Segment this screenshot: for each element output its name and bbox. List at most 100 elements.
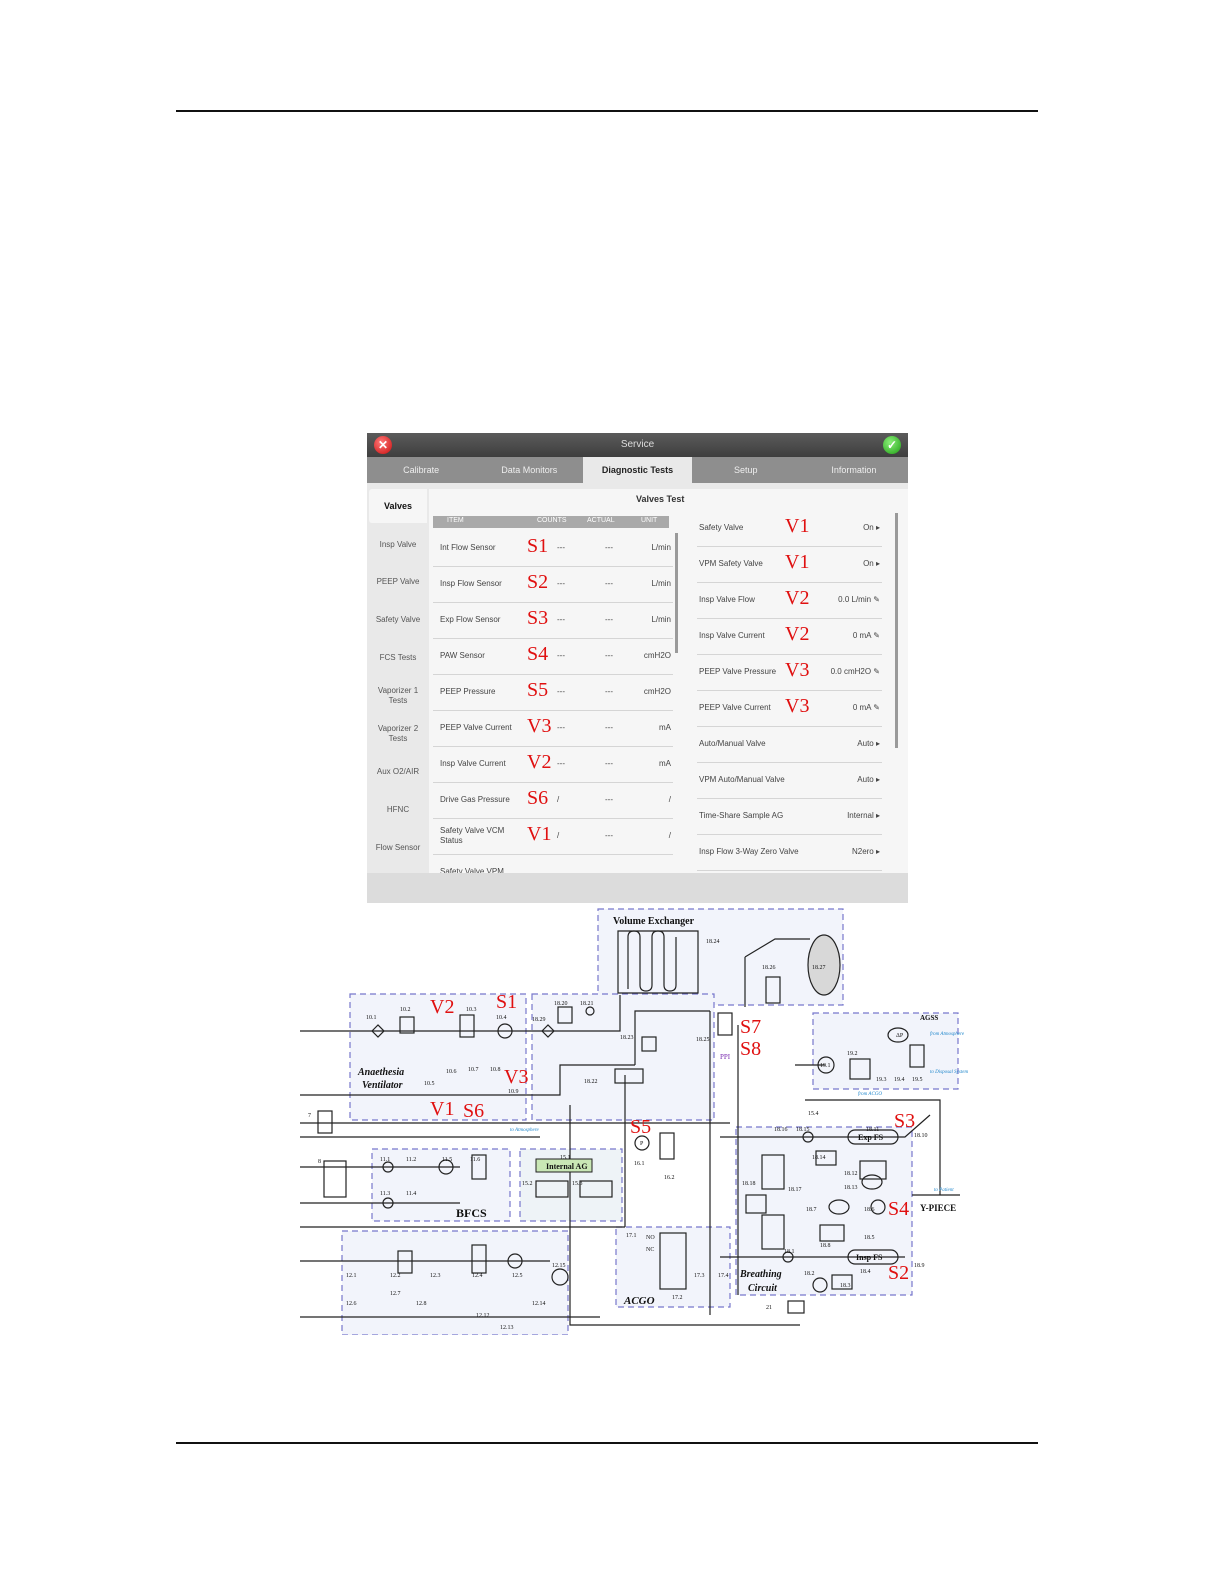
- counts-value: ---: [557, 723, 565, 732]
- controls-scrollbar[interactable]: [895, 513, 898, 748]
- window-title: Service: [620, 439, 655, 450]
- sidebar-item-flow-sensor[interactable]: Flow Sensor: [375, 843, 421, 852]
- sidebar-item-insp-valve[interactable]: Insp Valve: [379, 540, 417, 549]
- tab-setup[interactable]: Setup: [733, 465, 758, 475]
- ppi-label: PPI: [720, 1053, 731, 1061]
- sidebar-item-valves[interactable]: Valves: [369, 489, 427, 523]
- confirm-icon[interactable]: ✓: [883, 436, 901, 454]
- table-scrollbar[interactable]: [675, 533, 678, 653]
- close-icon[interactable]: ✕: [374, 436, 392, 454]
- col-item: ITEM: [447, 517, 464, 524]
- sensor-tag: S5: [527, 679, 549, 701]
- control-value[interactable]: Auto ▸: [857, 775, 880, 784]
- y-piece-label: Y-PIECE: [920, 1203, 956, 1213]
- component-number: 8: [318, 1159, 321, 1165]
- component-number: 18.10: [914, 1133, 928, 1139]
- sidebar-item-vaporizer-1[interactable]: Vaporizer 1 Tests: [377, 686, 419, 705]
- component-number: 18.24: [706, 939, 720, 945]
- exp-fs-label: Exp FS: [858, 1133, 884, 1142]
- control-value[interactable]: Auto ▸: [857, 739, 880, 748]
- component-number: 12.4: [472, 1273, 483, 1279]
- component-number: 18.12: [844, 1171, 858, 1177]
- component-number: 12.2: [390, 1273, 401, 1279]
- control-label: PEEP Valve Current: [699, 703, 771, 712]
- p-label: P: [640, 1141, 644, 1147]
- control-value[interactable]: Internal ▸: [847, 811, 880, 820]
- actual-value: ---: [605, 831, 613, 840]
- component-number: 12.15: [552, 1263, 566, 1269]
- sidebar-item-fcs-tests[interactable]: FCS Tests: [379, 653, 417, 662]
- control-label: Auto/Manual Valve: [699, 739, 766, 748]
- component-number: 18.29: [532, 1017, 546, 1023]
- sidebar-item-safety-valve[interactable]: Safety Valve: [375, 615, 421, 624]
- component-number: 17.1: [626, 1233, 637, 1239]
- unit-value: L/min: [651, 615, 671, 624]
- component-number: 18.26: [762, 965, 776, 971]
- control-value[interactable]: N2ero ▸: [851, 847, 880, 856]
- footer-rule: [176, 1442, 1038, 1444]
- sidebar-item-hfnc[interactable]: HFNC: [386, 805, 410, 814]
- component-number: 18.15: [796, 1127, 810, 1133]
- actual-value: ---: [605, 651, 613, 660]
- component-number: 18.20: [554, 1001, 568, 1007]
- component-number: 15.1: [560, 1155, 571, 1161]
- pneumatic-diagram: Volume Exchanger BFCS Internal AG ACGO A…: [300, 908, 968, 1335]
- component-number: 18.8: [820, 1243, 831, 1249]
- valve-tag: V3: [785, 695, 810, 717]
- control-value[interactable]: 0.0 cmH2O ✎: [830, 667, 880, 676]
- bfcs-label: BFCS: [456, 1206, 487, 1220]
- sensor-tag: V2: [527, 751, 552, 773]
- tab-information[interactable]: Information: [831, 465, 877, 475]
- main-panel: [429, 489, 908, 873]
- control-value[interactable]: 0 mA ✎: [852, 703, 880, 712]
- component-number: 10.9: [508, 1089, 519, 1095]
- counts-value: ---: [557, 543, 565, 552]
- component-number: 15.4: [808, 1111, 819, 1117]
- component-number: 19.5: [912, 1077, 923, 1083]
- control-value[interactable]: 0.0 L/min ✎: [838, 595, 880, 604]
- component-number: 11.6: [470, 1157, 480, 1163]
- item-label: Insp Valve Current: [440, 759, 506, 768]
- tab-data-monitors[interactable]: Data Monitors: [501, 465, 558, 475]
- sidebar-item-aux-o2-air[interactable]: Aux O2/AIR: [376, 767, 420, 776]
- component-number: 11.2: [406, 1157, 416, 1163]
- sensor-tag: S2: [527, 571, 549, 593]
- control-label: Insp Valve Flow: [699, 595, 755, 604]
- title-bar: Service ✕ ✓: [367, 433, 908, 457]
- valve-control-row[interactable]: PEEP Valve Current V3 0 mA ✎: [697, 690, 882, 727]
- sensor-tag: V1: [527, 823, 552, 845]
- control-value[interactable]: On ▸: [863, 559, 880, 568]
- component-number: 18.14: [812, 1155, 826, 1161]
- sidebar-item-peep-valve[interactable]: PEEP Valve: [376, 577, 420, 586]
- actual-value: ---: [605, 687, 613, 696]
- bottom-bar: [367, 873, 908, 903]
- item-label: Exp Flow Sensor: [440, 615, 501, 624]
- table-header: ITEM COUNTS ACTUAL UNIT: [433, 516, 669, 528]
- valve-control-row[interactable]: Auto/Manual Valve Auto ▸: [697, 726, 882, 763]
- item-label: PEEP Valve Current: [440, 723, 512, 732]
- component-number: 17.3: [694, 1273, 705, 1279]
- counts-value: /: [557, 831, 560, 840]
- component-number: 18.5: [864, 1235, 875, 1241]
- sensor-tag: S3: [527, 607, 549, 629]
- tab-diagnostic-tests[interactable]: Diagnostic Tests: [583, 457, 692, 483]
- sensor-tag: V3: [527, 715, 552, 737]
- control-value[interactable]: 0 mA ✎: [852, 631, 880, 640]
- control-value[interactable]: On ▸: [863, 523, 880, 532]
- tab-calibrate[interactable]: Calibrate: [403, 465, 440, 475]
- diagram-tag: V1: [430, 1098, 454, 1120]
- agss-label: AGSS: [920, 1014, 938, 1022]
- sidebar-item-vaporizer-2[interactable]: Vaporizer 2 Tests: [377, 724, 419, 743]
